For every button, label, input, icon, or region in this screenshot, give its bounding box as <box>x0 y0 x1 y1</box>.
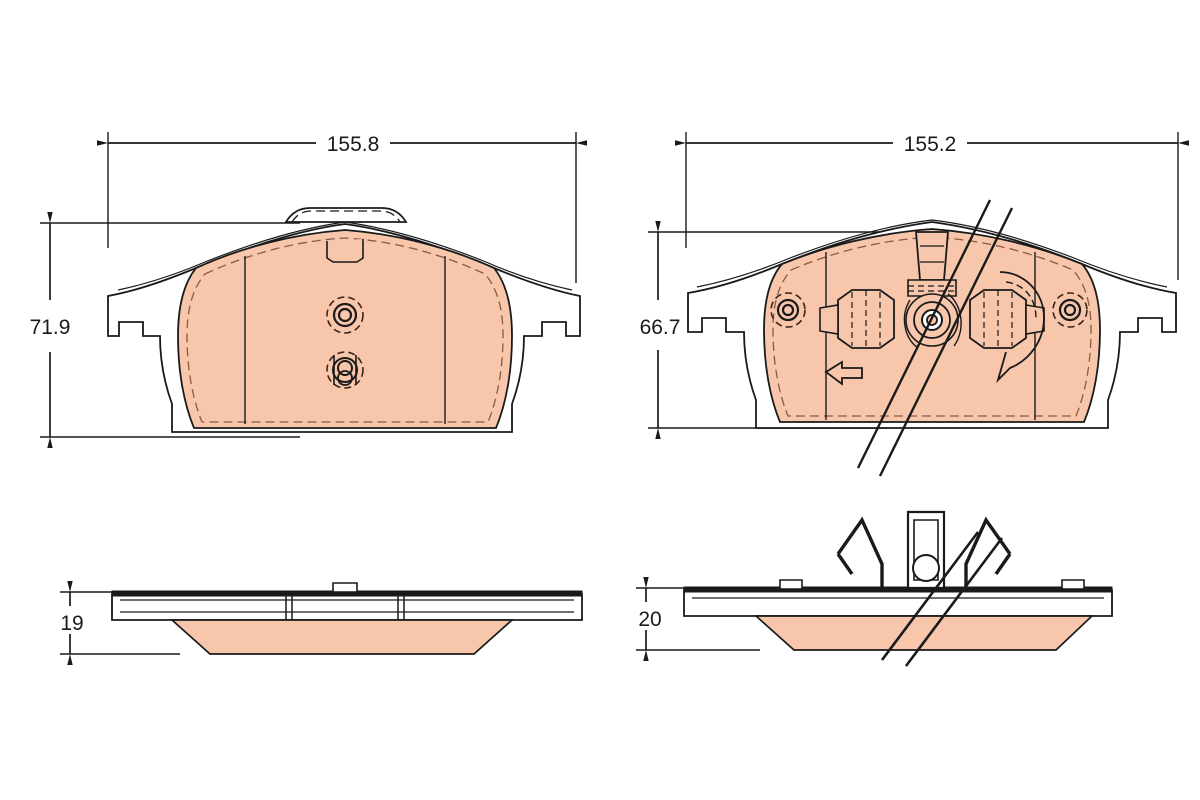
edge-center-tab-left <box>332 582 358 593</box>
dimension-thickness-right: 20 <box>636 577 760 661</box>
clip-arm-right-ribs <box>983 290 1013 348</box>
spring-clip-assembly <box>819 231 1045 384</box>
spring-clip-body-inner <box>913 519 939 581</box>
dimension-label-height-right: 66.7 <box>640 316 681 339</box>
rivet-hole-lower-left <box>326 351 364 389</box>
backing-plate-top-rail-right <box>683 586 1113 593</box>
edge-tab-left-right-view <box>779 579 803 590</box>
friction-material-top-notch-left <box>326 239 364 263</box>
clip-arm-left <box>837 289 895 349</box>
backing-plate-edge-left <box>111 593 583 621</box>
clip-arm-left-ribs <box>851 290 881 348</box>
backing-plate-edge-right <box>683 589 1113 617</box>
backing-plate-top-tab-left <box>284 207 408 223</box>
view-edge-left: 19 <box>60 581 583 665</box>
dimension-width-left: 155.8 <box>97 132 587 283</box>
dimension-label-thickness-right: 20 <box>638 608 661 631</box>
view-front-left: 155.8 71.9 <box>30 132 587 448</box>
view-edge-right: 20 <box>636 510 1113 667</box>
backing-plate-edge-inner-left <box>120 599 574 613</box>
sensor-hole-upper-left <box>326 296 364 334</box>
mounting-boss-right <box>1052 292 1088 328</box>
break-line-b <box>878 207 1014 477</box>
clip-stem <box>915 231 949 281</box>
clip-arm-right <box>969 289 1027 349</box>
backing-plate-top-rail-left <box>111 590 583 597</box>
dimension-width-right: 155.2 <box>675 132 1189 280</box>
spring-clip-wing-right <box>964 516 1012 588</box>
break-line-a <box>904 537 1004 667</box>
friction-material-inner-dash-left <box>186 237 504 423</box>
clip-hook-bracket <box>996 271 1045 384</box>
direction-arrow-icon <box>824 360 863 386</box>
clip-hub-swirl-right <box>947 293 962 347</box>
edge-separator-lines-left <box>285 596 405 620</box>
clip-stem-ribs <box>920 245 944 263</box>
clip-arm-left-tip <box>819 304 839 335</box>
friction-material-left <box>177 229 513 429</box>
dimension-label-width-right: 155.2 <box>904 133 957 156</box>
dimension-thickness-left: 19 <box>60 581 180 665</box>
backing-plate-inner-contour-right <box>696 219 1168 288</box>
dimension-label-height-left: 71.9 <box>30 316 71 339</box>
clip-hook-bracket-dashed <box>1005 281 1037 319</box>
dimension-height-left: 71.9 <box>30 212 300 448</box>
break-line-b <box>880 531 980 661</box>
backing-plate-top-tab-dashed-left <box>291 210 401 223</box>
spring-clip-pin <box>912 554 940 582</box>
spring-clip-wing-left-inner <box>836 553 854 575</box>
spring-clip-wing-left <box>836 516 884 588</box>
dimension-label-width-left: 155.8 <box>327 133 380 156</box>
clip-arm-right-tip <box>1025 304 1045 335</box>
friction-material-edge-right <box>753 615 1095 651</box>
clip-hub-swirl-left <box>903 299 919 349</box>
view-front-right: 155.2 66.7 <box>640 132 1189 477</box>
dimension-label-thickness-left: 19 <box>60 612 83 635</box>
spring-clip-wing-right-inner <box>994 553 1012 575</box>
mounting-boss-left <box>770 292 806 328</box>
edge-tab-right-right-view <box>1061 579 1085 590</box>
break-line-a <box>856 199 992 469</box>
friction-material-edge-left <box>169 619 515 655</box>
